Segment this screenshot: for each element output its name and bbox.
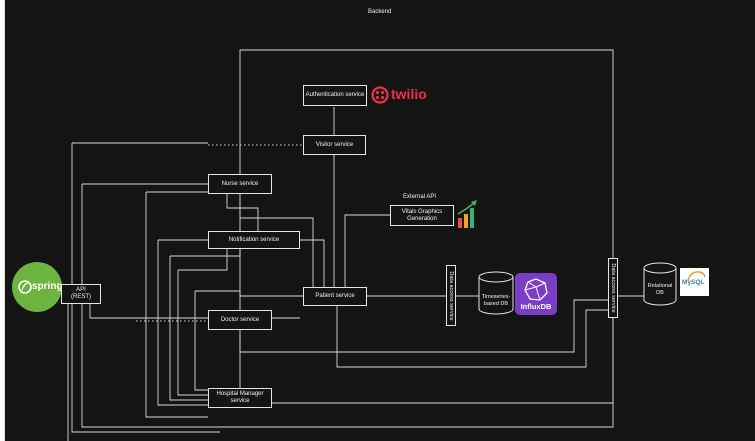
data-access-service-timeseries-label: Data access service (448, 270, 454, 321)
data-access-service-relational-label: Data access service (610, 263, 616, 313)
relational-db-label: Relational DB (647, 283, 673, 296)
nurse-service-node[interactable]: Nurse service (208, 174, 272, 194)
timeseries-db-label: Timeseries- based DB (481, 294, 511, 307)
hospital-manager-service-node[interactable]: Hospital Manager service (208, 388, 272, 408)
backend-panel (4, 0, 755, 441)
mysql-logo: MySQL (680, 268, 709, 296)
mysql-dolphin-icon (687, 271, 706, 282)
api-rest-node[interactable]: API (REST) (61, 284, 101, 304)
spring-leaf-icon (18, 280, 32, 294)
influxdb-cube-icon (524, 278, 548, 301)
influxdb-logo: InfluxDB (515, 273, 557, 315)
visitor-service-node[interactable]: Visitor service (303, 135, 366, 155)
authentication-service-node[interactable]: Authentication service (303, 85, 367, 106)
twilio-logo: twilio (371, 85, 433, 105)
vitals-graphics-node[interactable]: Vitals Graphics Generation (390, 205, 454, 226)
data-access-service-relational-node[interactable]: Data access service (608, 258, 618, 318)
external-api-label: External API (403, 194, 437, 200)
bar-chart-arrow-icon (457, 200, 477, 228)
influxdb-logo-text: InfluxDB (520, 302, 552, 311)
data-access-service-timeseries-node[interactable]: Data access service (446, 265, 456, 326)
timeseries-db-cylinder (478, 271, 514, 315)
twilio-logo-text: twilio (391, 86, 427, 102)
notification-service-node[interactable]: Notification service (208, 231, 300, 249)
doctor-service-node[interactable]: Doctor service (208, 310, 272, 330)
patient-service-node[interactable]: Patient service (303, 287, 367, 306)
twilio-icon (371, 86, 389, 104)
spring-logo: spring (12, 262, 63, 312)
backend-title: Backend (368, 9, 392, 15)
relational-db-cylinder (643, 262, 677, 306)
spring-logo-text: spring (32, 281, 63, 292)
mysql-logo-text: MySQL (682, 279, 705, 286)
